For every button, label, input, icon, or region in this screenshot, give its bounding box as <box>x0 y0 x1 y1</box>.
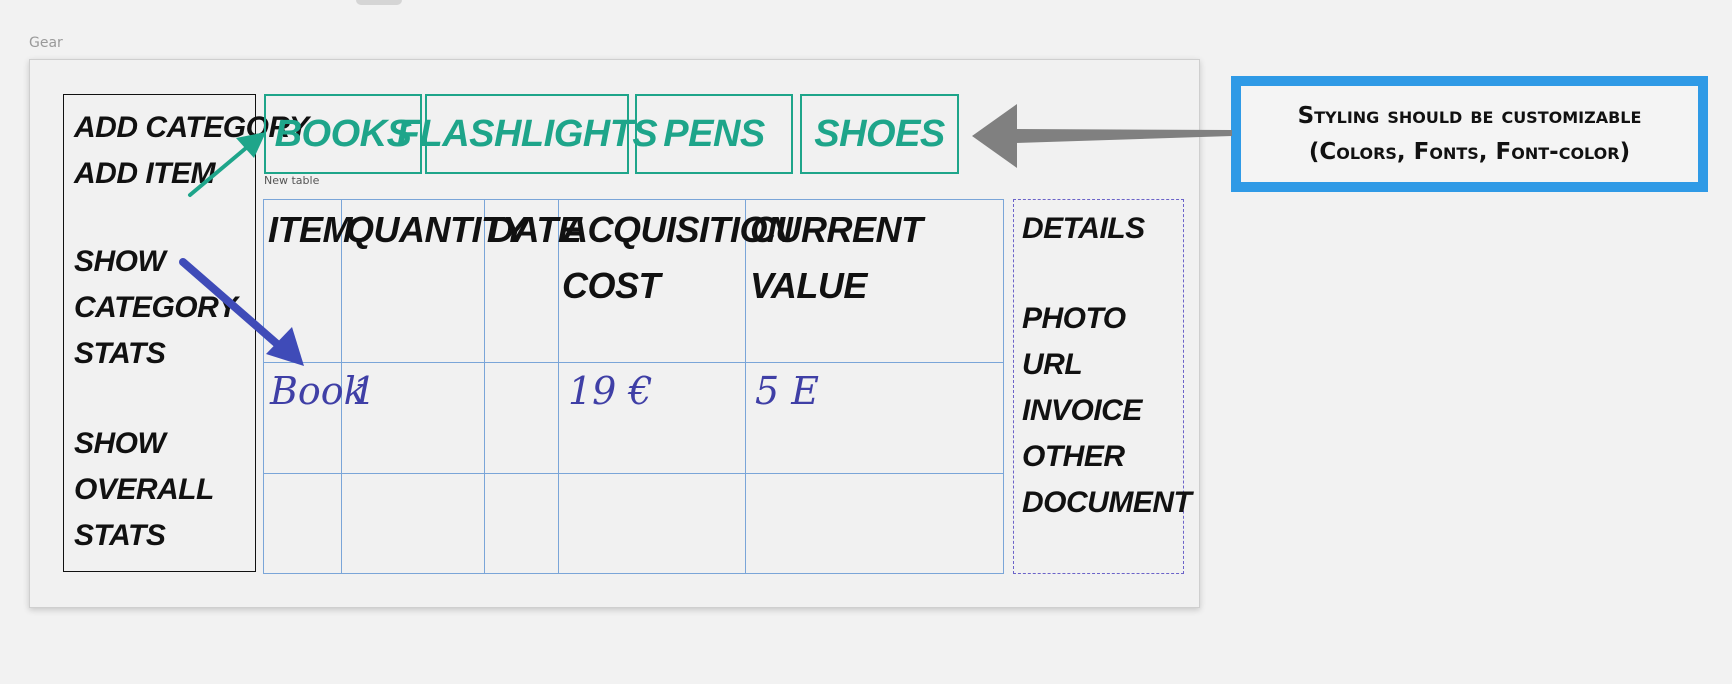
details-url[interactable]: URL <box>1022 348 1083 381</box>
table-border <box>263 573 1004 574</box>
details-document[interactable]: DOCUMENT <box>1022 486 1192 519</box>
cell-item[interactable]: Book <box>270 369 367 413</box>
column-header-current-value[interactable]: CURRENT VALUE <box>750 209 923 306</box>
frame-label[interactable]: Gear <box>29 35 63 51</box>
blue-arrow-icon[interactable] <box>179 258 304 366</box>
items-table: ITEM QUANTITY DATE ACQUISITION COST CURR… <box>263 199 1004 574</box>
show-overall-stats-line1[interactable]: SHOW <box>74 427 166 460</box>
tab-flashlights[interactable]: FLASHLIGHTS <box>397 94 658 174</box>
green-arrow-icon[interactable] <box>188 132 266 197</box>
canvas-top-fragment <box>356 0 402 5</box>
table-divider <box>263 473 1004 474</box>
callout-text: Styling should be customizable (Colors, … <box>1298 98 1642 170</box>
table-divider <box>558 199 559 574</box>
details-photo[interactable]: PHOTO <box>1022 302 1126 335</box>
column-header-date[interactable]: DATE <box>488 209 582 250</box>
tab-books[interactable]: BOOKS <box>264 94 422 174</box>
column-header-quantity[interactable]: QUANTITY <box>346 209 527 250</box>
table-divider <box>484 199 485 574</box>
table-divider <box>341 199 342 574</box>
table-divider <box>263 362 1004 363</box>
details-other[interactable]: OTHER <box>1022 440 1125 473</box>
details-invoice[interactable]: INVOICE <box>1022 394 1142 427</box>
tab-pens[interactable]: PENS <box>635 94 793 174</box>
table-border <box>1003 199 1004 574</box>
callout-line-2: (Colors, Fonts, Font-color) <box>1308 139 1631 165</box>
details-panel: DETAILS PHOTO URL INVOICE OTHER DOCUMENT <box>1013 199 1192 574</box>
add-category-label[interactable]: ADD CATEGORY <box>74 111 309 144</box>
show-category-stats-line1[interactable]: SHOW <box>74 245 166 278</box>
styling-callout[interactable]: Styling should be customizable (Colors, … <box>1231 76 1708 192</box>
details-title: DETAILS <box>1022 212 1145 245</box>
show-overall-stats-line2[interactable]: OVERALL <box>74 473 214 506</box>
table-border <box>263 199 264 574</box>
gray-arrow-icon[interactable] <box>972 104 1232 168</box>
cell-current-value[interactable]: 5 E <box>755 369 819 413</box>
show-category-stats-line3[interactable]: STATS <box>74 337 166 370</box>
column-header-item[interactable]: ITEM <box>268 209 353 250</box>
table-border <box>263 199 1004 200</box>
cell-acquisition-cost[interactable]: 19 € <box>568 369 653 413</box>
show-overall-stats-line3[interactable]: STATS <box>74 519 166 552</box>
tab-shoes[interactable]: SHOES <box>800 94 959 174</box>
cell-quantity[interactable]: 1 <box>352 369 377 413</box>
add-item-label[interactable]: ADD ITEM <box>74 157 216 190</box>
show-category-stats-line2[interactable]: CATEGORY <box>74 291 238 324</box>
callout-line-1: Styling should be customizable <box>1297 103 1642 129</box>
sidebar: ADD CATEGORY ADD ITEM SHOW CATEGORY STAT… <box>63 94 309 572</box>
table-caption: New table <box>264 174 320 187</box>
table-divider <box>745 199 746 574</box>
